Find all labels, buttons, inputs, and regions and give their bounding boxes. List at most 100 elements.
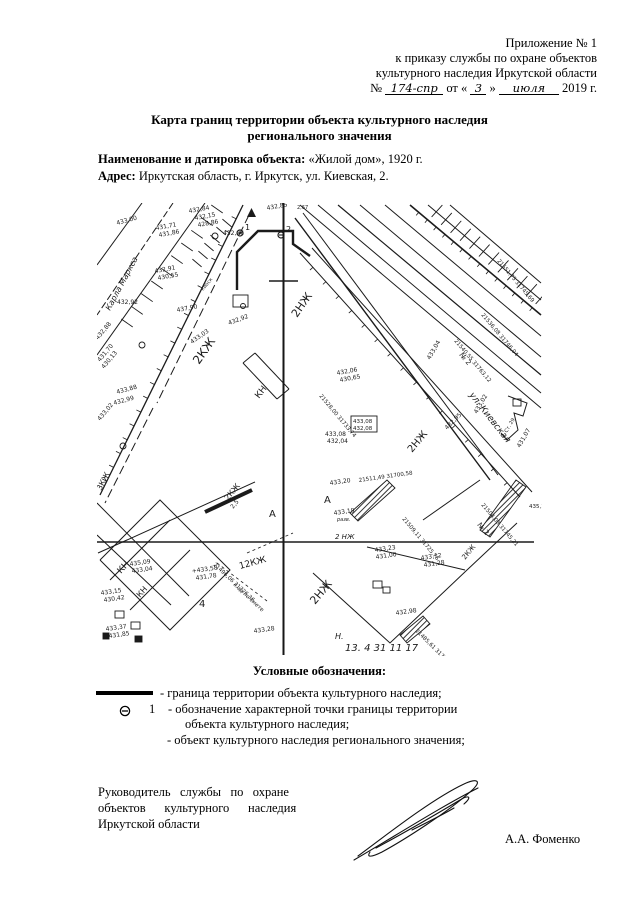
order-close-quote: » <box>489 81 496 96</box>
svg-text:2: 2 <box>286 225 291 234</box>
object-name-value: «Жилой дом», 1920 г. <box>305 152 423 166</box>
signatory-line-2: объектов культурного наследия <box>98 801 297 815</box>
svg-text:430,55: 430,55 <box>157 271 179 282</box>
object-name-line: Наименование и датировка объекта: «Жилой… <box>98 151 568 168</box>
object-info: Наименование и датировка объекта: «Жилой… <box>98 151 568 184</box>
svg-text:21485,61 31776,13: 21485,61 31776,13 <box>414 628 457 656</box>
svg-text:433,00: 433,00 <box>116 215 138 227</box>
svg-text:432,96: 432,96 <box>223 230 244 237</box>
svg-text:Н.: Н. <box>335 632 344 641</box>
svg-text:433,04: 433,04 <box>131 565 153 575</box>
svg-text:432,15: 432,15 <box>194 211 216 222</box>
order-number-prefix: № <box>370 81 383 96</box>
order-month-handwritten: июля <box>498 82 559 96</box>
svg-text:431,28: 431,28 <box>423 559 445 569</box>
svg-text:433,08: 433,08 <box>353 419 373 425</box>
svg-text:3КЖ: 3КЖ <box>97 470 112 492</box>
point-symbol-icon <box>118 704 132 718</box>
svg-text:430,42: 430,42 <box>103 594 125 604</box>
svg-text:2,67: 2,67 <box>297 205 308 211</box>
order-number-handwritten: 174-спр <box>385 82 444 96</box>
svg-text:432,98: 432,98 <box>395 607 417 617</box>
svg-text:433,15: 433,15 <box>100 587 122 597</box>
svg-text:2НЖ: 2НЖ <box>289 290 315 320</box>
svg-text:КН: КН <box>253 384 269 401</box>
svg-text:432,84: 432,84 <box>188 204 210 215</box>
svg-text:435,09: 435,09 <box>129 558 151 568</box>
svg-text:+433,58: +433,58 <box>191 564 218 575</box>
svg-text:433,12: 433,12 <box>420 552 442 562</box>
header-line-2: к приказу службы по охране объектов <box>395 50 597 65</box>
svg-text:2КЖ: 2КЖ <box>460 543 477 561</box>
boundary-line-symbol <box>96 691 153 695</box>
signatory-line-3: Иркутской области <box>98 817 200 831</box>
svg-text:437,90: 437,90 <box>176 303 198 314</box>
svg-text:433,37: 433,37 <box>105 623 127 633</box>
svg-text:432,88: 432,88 <box>97 321 113 342</box>
svg-text:А: А <box>269 509 276 520</box>
page-title-line-1: Карта границ территории объекта культурн… <box>151 112 488 127</box>
svg-text:4: 4 <box>199 599 205 610</box>
svg-text:А: А <box>324 495 331 506</box>
order-year: 2019 г. <box>562 81 597 96</box>
signature-autograph <box>352 778 492 868</box>
object-address-value: Иркутская область, г. Иркутск, ул. Киевс… <box>135 168 389 183</box>
order-day-handwritten: 3 <box>470 82 487 96</box>
svg-text:разв.: разв. <box>336 517 350 523</box>
svg-text:433,19: 433,19 <box>333 507 355 517</box>
svg-text:2,5: 2,5 <box>229 498 241 510</box>
point-symbol-number: 1 <box>149 702 156 716</box>
svg-text:432,85: 432,85 <box>266 203 288 212</box>
legend-item-object: - объект культурного наследия региональн… <box>167 733 465 747</box>
legend-title: Условные обозначения: <box>252 664 387 678</box>
header-line-3: культурного наследия Иркутской области <box>375 65 597 80</box>
svg-text:Ст. 29: Ст. 29 <box>504 417 517 434</box>
svg-text:432,92: 432,92 <box>117 299 138 306</box>
legend-item-point: - обозначение характерной точки границы … <box>168 702 458 716</box>
signatory-name: А.А. Фоменко <box>505 832 581 846</box>
object-address-line: Адрес: Иркутская область, г. Иркутск, ул… <box>98 168 568 185</box>
legend-item-point-cont: объекта культурного наследия; <box>185 717 350 731</box>
svg-text:431,00: 431,00 <box>375 551 397 561</box>
svg-text:431,71: 431,71 <box>155 221 177 232</box>
svg-text:13. 4 31 11 17: 13. 4 31 11 17 <box>345 643 419 654</box>
svg-text:431,86: 431,86 <box>158 228 180 239</box>
svg-text:433,02: 433,02 <box>97 402 115 423</box>
svg-text:433,20: 433,20 <box>329 477 351 487</box>
svg-text:432,99: 432,99 <box>113 395 135 407</box>
svg-text:432,92: 432,92 <box>227 313 249 327</box>
svg-text:2НЖ: 2НЖ <box>307 578 334 607</box>
svg-text:2 НЖ: 2 НЖ <box>335 533 355 541</box>
header-block: Приложение № 1 к приказу службы по охран… <box>370 36 597 96</box>
object-address-label: Адрес: <box>98 168 136 183</box>
svg-text:431,78: 431,78 <box>195 572 217 582</box>
order-ot: от « <box>446 81 468 96</box>
svg-text:433,23: 433,23 <box>374 544 396 554</box>
svg-text:432,06: 432,06 <box>336 366 358 377</box>
svg-text:21536,08 31746,04: 21536,08 31746,04 <box>479 312 519 358</box>
svg-text:432,04: 432,04 <box>327 438 348 445</box>
header-line-1: Приложение № 1 <box>505 36 597 50</box>
page-title: Карта границ территории объекта культурн… <box>0 112 639 144</box>
svg-text:433,88: 433,88 <box>116 384 138 396</box>
svg-text:435,1: 435,1 <box>529 504 542 510</box>
svg-text:433,04: 433,04 <box>426 339 443 361</box>
svg-text:1: 1 <box>245 223 250 232</box>
object-name-label: Наименование и датировка объекта: <box>98 152 306 166</box>
page-title-line-2: регионального значения <box>247 128 392 143</box>
svg-text:428,86: 428,86 <box>197 218 219 229</box>
signatory-line-1: Руководитель службы по охране <box>98 785 289 799</box>
svg-text:ул. Киевская: ул. Киевская <box>466 390 513 446</box>
legend-item-boundary: - граница территории объекта культурного… <box>160 686 442 700</box>
svg-text:12КЖ: 12КЖ <box>238 555 267 572</box>
svg-text:433,28: 433,28 <box>253 625 275 635</box>
svg-text:430,65: 430,65 <box>339 373 361 384</box>
svg-text:2НЖ: 2НЖ <box>406 429 430 455</box>
svg-text:431,85: 431,85 <box>108 630 130 640</box>
svg-text:433,08: 433,08 <box>325 431 346 438</box>
signatory-position: Руководитель службы по охране объектов к… <box>98 784 296 832</box>
order-number-line: № 174-спр от « 3 » июля 2019 г. <box>370 81 597 96</box>
